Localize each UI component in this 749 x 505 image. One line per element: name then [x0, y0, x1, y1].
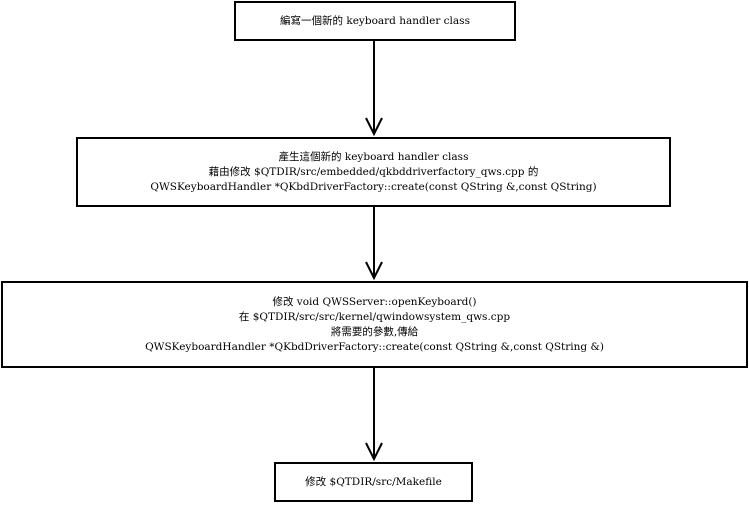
step3-line3: 將需要的參數,傳給 [330, 325, 419, 338]
step-box-modify-open-keyboard: 修改 void QWSServer::openKeyboard() 在 $QTD… [1, 281, 748, 368]
step-box-modify-makefile: 修改 $QTDIR/src/Makefile [274, 462, 473, 502]
step-box-write-handler: 編寫一個新的 keyboard handler class [234, 1, 516, 41]
step-box-create-handler: 產生這個新的 keyboard handler class 藉由修改 $QTDI… [76, 137, 671, 207]
step3-line2: 在 $QTDIR/src/src/kernel/qwindowsystem_qw… [238, 310, 511, 323]
arrow-step2-to-step3 [365, 207, 383, 281]
step1-line1: 編寫一個新的 keyboard handler class [280, 14, 470, 27]
arrow-step3-to-step4 [365, 368, 383, 462]
step2-line3: QWSKeyboardHandler *QKbdDriverFactory::c… [150, 180, 597, 193]
step2-line1: 產生這個新的 keyboard handler class [278, 150, 469, 163]
step2-line2: 藉由修改 $QTDIR/src/embedded/qkbddriverfacto… [208, 165, 539, 178]
step3-line4: QWSKeyboardHandler *QKbdDriverFactory::c… [145, 340, 604, 353]
step4-line1: 修改 $QTDIR/src/Makefile [305, 475, 442, 488]
step3-line1: 修改 void QWSServer::openKeyboard() [272, 295, 477, 308]
arrow-step1-to-step2 [365, 41, 383, 137]
